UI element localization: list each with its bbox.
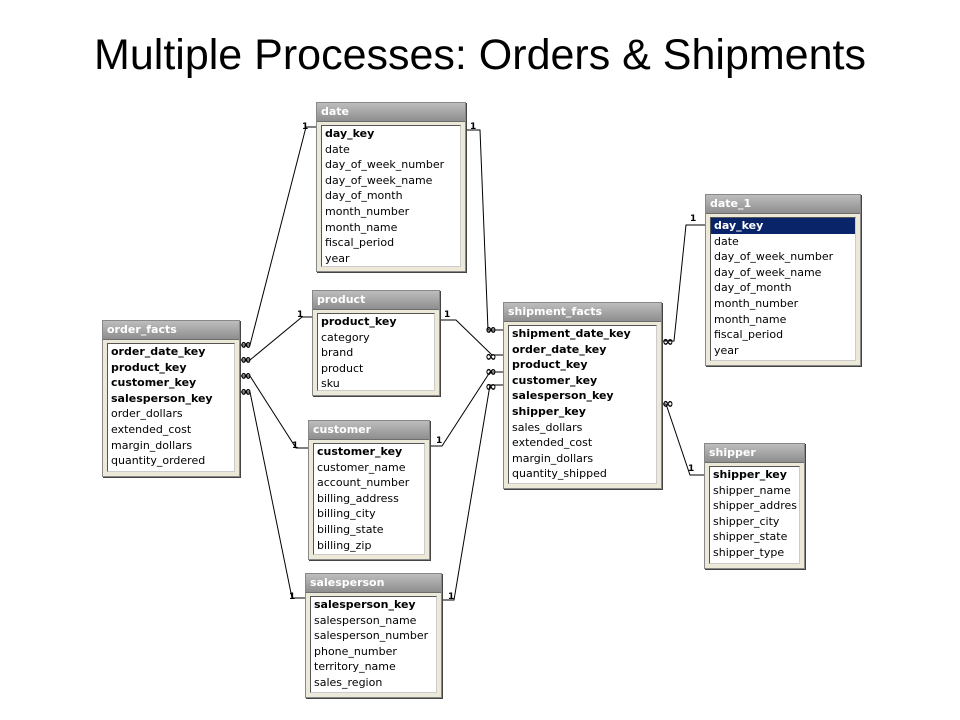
- field-order-facts-order-date-key[interactable]: order_date_key: [111, 345, 206, 358]
- field-customer-account-number[interactable]: account_number: [317, 476, 410, 490]
- field-date-day-of-month[interactable]: day_of_month: [325, 189, 403, 203]
- field-list[interactable]: shipment_date_key order_date_key product_k…: [508, 325, 657, 484]
- field-product-brand[interactable]: brand: [321, 346, 354, 360]
- table-title[interactable]: product: [313, 291, 439, 310]
- field-customer-billing-city[interactable]: billing_city: [317, 507, 376, 521]
- field-salesperson-sales-region[interactable]: sales_region: [314, 675, 383, 689]
- table-title[interactable]: date_1: [706, 195, 860, 214]
- field-shipper-shipper-type[interactable]: shipper_type: [713, 545, 785, 559]
- field-date-1-day-of-week-number[interactable]: day_of_week_number: [714, 250, 834, 264]
- field-shipper-shipper-addres[interactable]: shipper_addres: [713, 499, 797, 513]
- rel-line-order-salesperson: [238, 391, 305, 599]
- field-date-1-month-number[interactable]: month_number: [714, 296, 799, 310]
- field-order-facts-extended-cost[interactable]: extended_cost: [111, 422, 192, 436]
- field-order-facts-product-key[interactable]: product_key: [111, 360, 187, 374]
- field-date-day-of-week-number[interactable]: day_of_week_number: [325, 158, 445, 172]
- field-date-day-of-week-name[interactable]: day_of_week_name: [325, 173, 433, 187]
- field-shipment-facts-salesperson-key[interactable]: salesperson_key: [512, 389, 614, 403]
- field-customer-billing-address[interactable]: billing_address: [317, 491, 399, 505]
- field-salesperson-salesperson-key[interactable]: salesperson_key: [314, 598, 416, 611]
- field-date-day-key[interactable]: day_key: [325, 127, 375, 140]
- field-list[interactable]: salesperson_key salesperson_name salespers…: [310, 596, 437, 693]
- field-customer-customer-name[interactable]: customer_name: [317, 460, 406, 474]
- table-title[interactable]: date: [317, 103, 465, 122]
- field-date-1-fiscal-period[interactable]: fiscal_period: [714, 328, 784, 342]
- field-order-facts-order-dollars[interactable]: order_dollars: [111, 407, 183, 421]
- field-product-sku[interactable]: sku: [321, 377, 340, 391]
- field-date-1-day-of-month[interactable]: day_of_month: [714, 281, 792, 295]
- field-shipment-facts-product-key[interactable]: product_key: [512, 358, 588, 372]
- table-title[interactable]: order_facts: [103, 321, 239, 340]
- table-title[interactable]: salesperson: [306, 574, 441, 593]
- rel-line-date-shipment: [464, 129, 503, 331]
- table-salesperson[interactable]: salesperson salesperson_key salesperson_n…: [305, 573, 442, 698]
- field-shipment-facts-extended-cost[interactable]: extended_cost: [512, 436, 593, 450]
- slide-title: Multiple Processes: Orders & Shipments: [94, 31, 866, 79]
- field-date-1-day-of-week-name[interactable]: day_of_week_name: [714, 265, 822, 279]
- field-date-date[interactable]: date: [325, 142, 350, 156]
- field-date-year[interactable]: year: [325, 251, 350, 265]
- field-shipment-facts-sales-dollars[interactable]: sales_dollars: [512, 420, 583, 434]
- rel-line-order-customer: [238, 375, 308, 449]
- field-customer-billing-state[interactable]: billing_state: [317, 522, 384, 536]
- field-shipper-shipper-city[interactable]: shipper_city: [713, 514, 780, 528]
- field-shipper-shipper-state[interactable]: shipper_state: [713, 530, 788, 544]
- rel-line-customer-shipment: [428, 371, 503, 447]
- field-salesperson-salesperson-name[interactable]: salesperson_name: [314, 613, 417, 627]
- field-salesperson-territory-name[interactable]: territory_name: [314, 660, 396, 674]
- field-customer-customer-key[interactable]: customer_key: [317, 445, 403, 458]
- rel-line-shipment-date1: [660, 224, 705, 342]
- field-order-facts-salesperson-key[interactable]: salesperson_key: [111, 391, 213, 405]
- field-shipment-facts-order-date-key[interactable]: order_date_key: [512, 342, 607, 356]
- rel-line-product-shipment: [438, 319, 503, 356]
- rel-line-order-product: [238, 316, 312, 361]
- field-date-1-month-name[interactable]: month_name: [714, 312, 787, 326]
- table-title[interactable]: shipper: [705, 444, 804, 463]
- field-date-month-name[interactable]: month_name: [325, 220, 398, 234]
- field-shipper-shipper-name[interactable]: shipper_name: [713, 483, 791, 497]
- field-shipment-facts-margin-dollars[interactable]: margin_dollars: [512, 451, 594, 465]
- field-shipment-facts-quantity-shipped[interactable]: quantity_shipped: [512, 467, 607, 481]
- field-product-product-key[interactable]: product_key: [321, 315, 397, 328]
- field-product-category[interactable]: category: [321, 330, 370, 344]
- table-shipment-facts[interactable]: shipment_facts shipment_date_key order_da…: [503, 302, 662, 489]
- table-title[interactable]: shipment_facts: [504, 303, 661, 322]
- field-date-1-date[interactable]: date: [714, 234, 739, 248]
- rel-line-salesperson-shipment: [440, 384, 503, 601]
- field-date-month-number[interactable]: month_number: [325, 204, 410, 218]
- field-order-facts-customer-key[interactable]: customer_key: [111, 376, 197, 390]
- field-shipper-shipper-key[interactable]: shipper_key: [713, 468, 787, 481]
- rel-line-shipment-shipper: [660, 403, 704, 476]
- field-date-1-year[interactable]: year: [714, 343, 739, 357]
- field-order-facts-quantity-ordered[interactable]: quantity_ordered: [111, 454, 206, 468]
- table-shipper[interactable]: shipper shipper_key shipper_name shipper_a…: [704, 443, 805, 569]
- field-shipment-facts-shipper-key[interactable]: shipper_key: [512, 404, 586, 418]
- rel-line-order-date: [238, 126, 316, 346]
- field-date-1-day-key[interactable]: day_key: [711, 218, 855, 234]
- field-order-facts-margin-dollars[interactable]: margin_dollars: [111, 438, 193, 452]
- field-customer-billing-zip[interactable]: billing_zip: [317, 538, 372, 552]
- field-shipment-facts-shipment-date-key[interactable]: shipment_date_key: [512, 327, 631, 340]
- field-shipment-facts-customer-key[interactable]: customer_key: [512, 373, 598, 387]
- table-title[interactable]: customer: [309, 421, 429, 440]
- field-product-product[interactable]: product: [321, 361, 364, 375]
- field-salesperson-phone-number[interactable]: phone_number: [314, 644, 397, 658]
- field-salesperson-salesperson-number[interactable]: salesperson_number: [314, 629, 429, 643]
- field-date-fiscal-period[interactable]: fiscal_period: [325, 236, 395, 250]
